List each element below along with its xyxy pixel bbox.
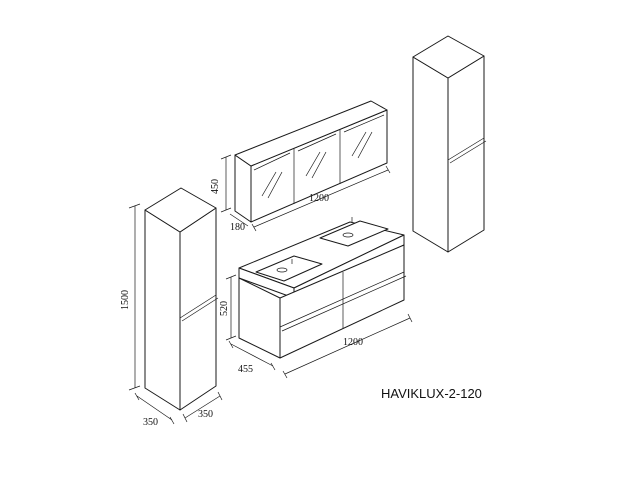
mirror-cabinet xyxy=(234,100,388,223)
vanity-width-label: 1200 xyxy=(343,337,363,348)
vanity-height-label: 520 xyxy=(219,301,230,316)
left-basin xyxy=(255,255,323,282)
right-tall-cabinet xyxy=(412,35,487,253)
mirror-dimension-lines xyxy=(220,154,391,232)
tall-cabinet-depth-label: 350 xyxy=(143,417,158,428)
mirror-width-label: 1200 xyxy=(309,193,329,204)
tall-cabinet-height-label: 1500 xyxy=(120,290,131,310)
mirror-depth-label: 180 xyxy=(230,222,245,233)
right-basin xyxy=(319,220,389,247)
vanity-depth-label: 455 xyxy=(238,364,253,375)
vanity-unit xyxy=(238,217,407,359)
left-cabinet-dimension-lines xyxy=(128,203,223,425)
tall-cabinet-width-label: 350 xyxy=(198,409,213,420)
left-tall-cabinet xyxy=(144,187,219,411)
vanity-dimension-lines xyxy=(225,274,413,379)
mirror-height-label: 450 xyxy=(210,179,221,194)
model-code-label: HAVIKLUX-2-120 xyxy=(381,386,482,401)
